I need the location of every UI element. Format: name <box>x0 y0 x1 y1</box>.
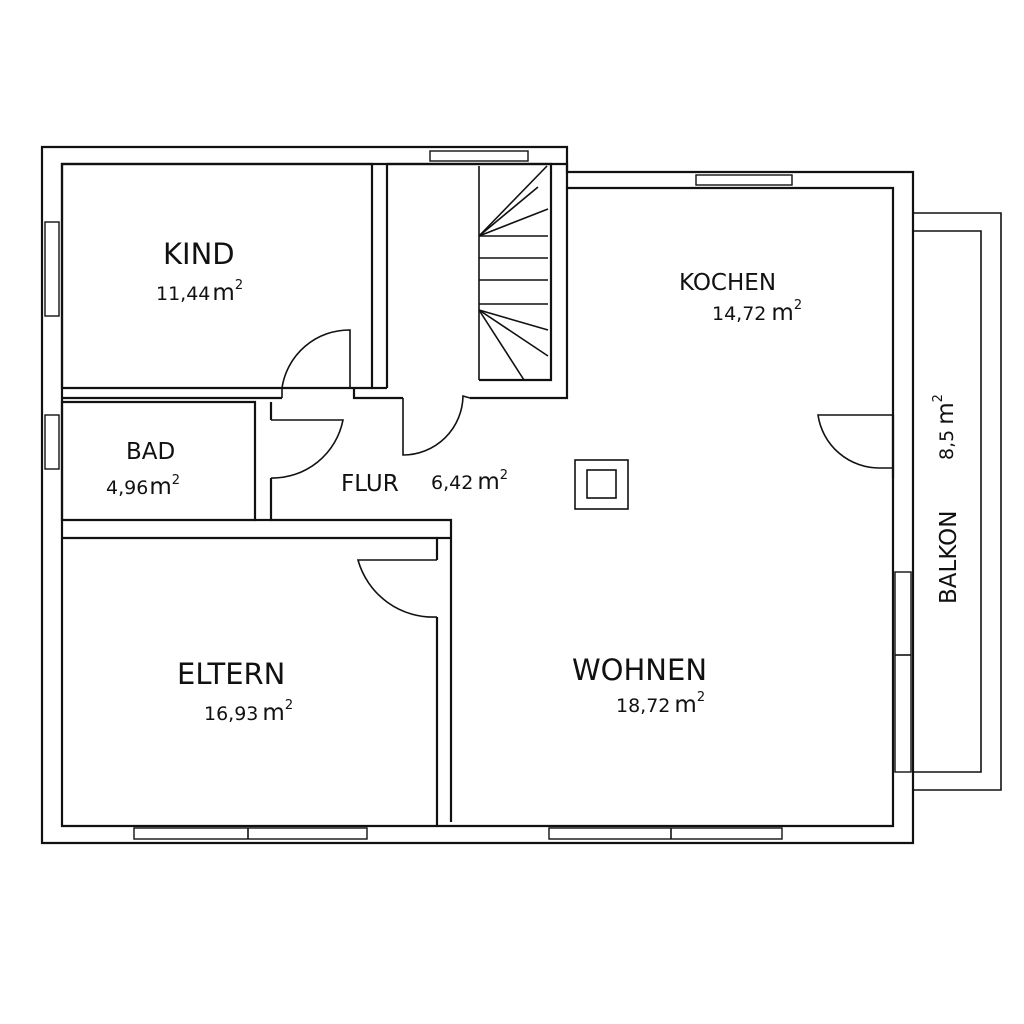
door-eltern <box>356 559 438 618</box>
room-name: KIND <box>163 237 235 271</box>
windows <box>44 150 912 840</box>
window-wohnen <box>548 827 783 840</box>
stairs <box>478 165 549 381</box>
window-bad <box>44 414 60 470</box>
window-stair <box>429 150 529 162</box>
room-area: 4,96m2 <box>106 473 180 500</box>
window-balkon <box>894 571 912 773</box>
room-area: 11,44m2 <box>156 278 243 306</box>
room-name: ELTERN <box>177 657 285 691</box>
door-stair <box>402 394 471 456</box>
room-name: WOHNEN <box>572 653 707 687</box>
outer-walls <box>40 145 915 845</box>
door-bad <box>270 419 344 479</box>
door-balkon <box>817 414 893 469</box>
doors <box>270 329 893 618</box>
window-kind <box>44 221 60 317</box>
door-kind <box>281 329 351 398</box>
interior-walls <box>60 162 895 826</box>
room-kind: KIND 11,44m2 <box>156 237 243 306</box>
chimney <box>574 459 629 510</box>
balcony-outline <box>913 212 1002 791</box>
room-area: 8,5m2 <box>931 394 959 460</box>
room-name: KOCHEN <box>679 270 776 296</box>
room-bad: BAD 4,96m2 <box>106 439 180 500</box>
room-name: FLUR <box>341 471 399 497</box>
room-name: BALKON <box>936 511 962 604</box>
window-kochen <box>695 174 793 186</box>
room-balkon: BALKON 8,5m2 <box>931 394 962 604</box>
window-eltern <box>133 827 368 840</box>
room-name: BAD <box>126 439 175 465</box>
